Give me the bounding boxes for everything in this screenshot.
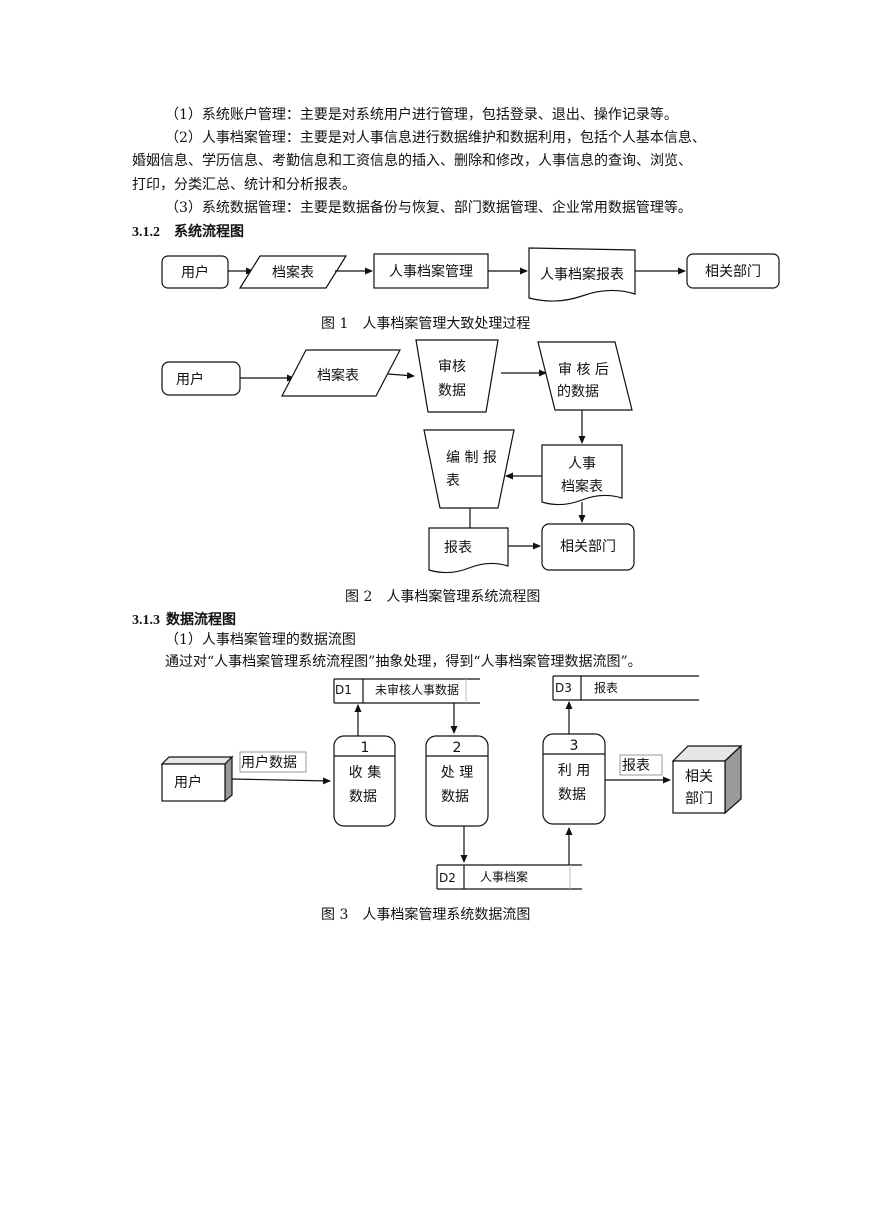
fig2-compile-line1: 编 制 报	[446, 450, 497, 466]
p3-number: 3	[570, 738, 579, 754]
fig2-audited-data-parallelogram: 审 核 后 的数据	[537, 341, 633, 411]
p1-line2: 数据	[349, 789, 377, 805]
fig2-audited-line2: 的数据	[557, 384, 599, 400]
fig2-form-label: 档案表	[317, 367, 359, 384]
section-number: 3.1.3	[132, 613, 160, 628]
section-title: 系统流程图	[174, 225, 244, 240]
fig2-report-label: 报表	[444, 540, 472, 556]
entity-user-label: 用户	[174, 774, 202, 791]
process-3-use-data: 3 利 用 数据	[542, 733, 606, 825]
fig1-user-box: 用户	[161, 255, 229, 289]
p2-line1: 处 理	[441, 765, 473, 781]
fig2-user-label: 用户	[176, 371, 204, 388]
fig1-dept-box: 相关部门	[686, 253, 780, 289]
fig2-user-box: 用户	[161, 361, 241, 396]
figure-1-flowchart: 用户 档案表 人事档案管理 人事档案报表 相关部门	[161, 247, 780, 302]
p2-number: 2	[453, 740, 462, 756]
fig2-report-document: 报表	[428, 527, 509, 574]
paragraph-line-3: 婚姻信息、学历信息、考勤信息和工资信息的插入、删除和修改，人事信息的查询、浏览、	[132, 153, 692, 169]
fig1-mgmt-label: 人事档案管理	[389, 263, 473, 280]
p2-line2: 数据	[441, 789, 469, 805]
fig1-form-parallelogram: 档案表	[238, 255, 348, 289]
subsection-heading: （1）人事档案管理的数据流图	[165, 632, 356, 648]
fig1-dept-label: 相关部门	[705, 264, 761, 280]
figure-1-caption: 图 1 人事档案管理大致处理过程	[321, 316, 531, 332]
intro-paragraph: 通过对“人事档案管理系统流程图”抽象处理，得到“人事档案管理数据流图”。	[165, 654, 642, 670]
process-1-collect-data: 1 收 集 数据	[333, 735, 396, 827]
d3-name: 报表	[594, 680, 618, 695]
paragraph-line-4: 打印，分类汇总、统计和分析报表。	[132, 177, 356, 193]
external-entity-dept: 相关 部门	[671, 744, 743, 815]
p3-line2: 数据	[558, 787, 586, 803]
fig2-compile-line2: 表	[446, 473, 460, 489]
fig2-personnel-document: 人事 档案表	[541, 444, 623, 506]
d3-id: D3	[555, 681, 572, 695]
section-title: 数据流程图	[166, 613, 236, 628]
d2-id: D2	[439, 871, 456, 885]
data-store-d3: D3 报表	[552, 675, 699, 701]
external-entity-user: 用户	[160, 755, 234, 803]
data-store-d1: D1 未审核人事数据	[333, 678, 480, 704]
fig2-personnel-line1: 人事	[568, 456, 596, 472]
figure-3-data-flow-diagram: D1 未审核人事数据 D3 报表 D2 人事档案 用户 用户数据 1 收	[160, 675, 743, 890]
fig2-audit-line2: 数据	[438, 383, 466, 399]
flow-user-data-text: 用户数据	[241, 754, 297, 771]
fig1-mgmt-box: 人事档案管理	[373, 253, 489, 289]
fig2-audit-trapezoid: 审核 数据	[415, 339, 499, 413]
d1-name: 未审核人事数据	[375, 682, 459, 697]
fig2-audited-line1: 审 核 后	[558, 362, 609, 378]
paragraph-line-1: （1）系统账户管理：主要是对系统用户进行管理，包括登录、退出、操作记录等。	[165, 107, 678, 123]
paragraph-line-2: （2）人事档案管理：主要是对人事信息进行数据维护和数据利用，包括个人基本信息、	[165, 130, 706, 146]
d1-id: D1	[335, 683, 352, 697]
d2-name: 人事档案	[480, 869, 528, 884]
flow-report-text: 报表	[622, 758, 650, 774]
fig1-report-label: 人事档案报表	[540, 266, 624, 283]
fig1-user-label: 用户	[181, 264, 209, 281]
fig2-audit-line1: 审核	[438, 359, 466, 375]
entity-dept-line1: 相关	[685, 769, 713, 785]
entity-dept-line2: 部门	[685, 791, 713, 807]
paragraph-line-5: （3）系统数据管理：主要是数据备份与恢复、部门数据管理、企业常用数据管理等。	[165, 200, 692, 216]
flow-label-user-data: 用户数据	[239, 751, 307, 773]
p1-line1: 收 集	[349, 764, 381, 781]
arrow-user-to-p1	[231, 777, 331, 785]
fig2-compile-trapezoid: 编 制 报 表	[423, 429, 515, 509]
figure-2-flowchart: 用户 档案表 审核 数据 审 核 后 的数据 人事 档案表 编 制 报 表 报表…	[161, 339, 635, 574]
figure-3-caption: 图 3 人事档案管理系统数据流图	[321, 907, 531, 923]
flow-label-report: 报表	[619, 754, 663, 776]
fig2-personnel-line2: 档案表	[561, 478, 603, 495]
fig1-form-label: 档案表	[272, 264, 314, 281]
section-heading-3-1-3: 3.1.3 数据流程图	[132, 609, 236, 629]
figure-2-caption: 图 2 人事档案管理系统流程图	[345, 589, 541, 605]
fig1-report-document: 人事档案报表	[528, 247, 636, 302]
fig2-form-parallelogram: 档案表	[281, 349, 401, 397]
section-heading-3-1-2: 3.1.2 系统流程图	[132, 221, 244, 241]
fig2-arrow-form-audit	[387, 371, 415, 379]
fig2-dept-label: 相关部门	[560, 539, 616, 555]
section-number: 3.1.2	[132, 225, 160, 240]
p3-line1: 利 用	[558, 763, 590, 779]
p1-number: 1	[361, 740, 370, 756]
fig2-dept-box: 相关部门	[541, 523, 635, 571]
process-2-process-data: 2 处 理 数据	[425, 735, 489, 827]
data-store-d2: D2 人事档案	[436, 864, 582, 890]
